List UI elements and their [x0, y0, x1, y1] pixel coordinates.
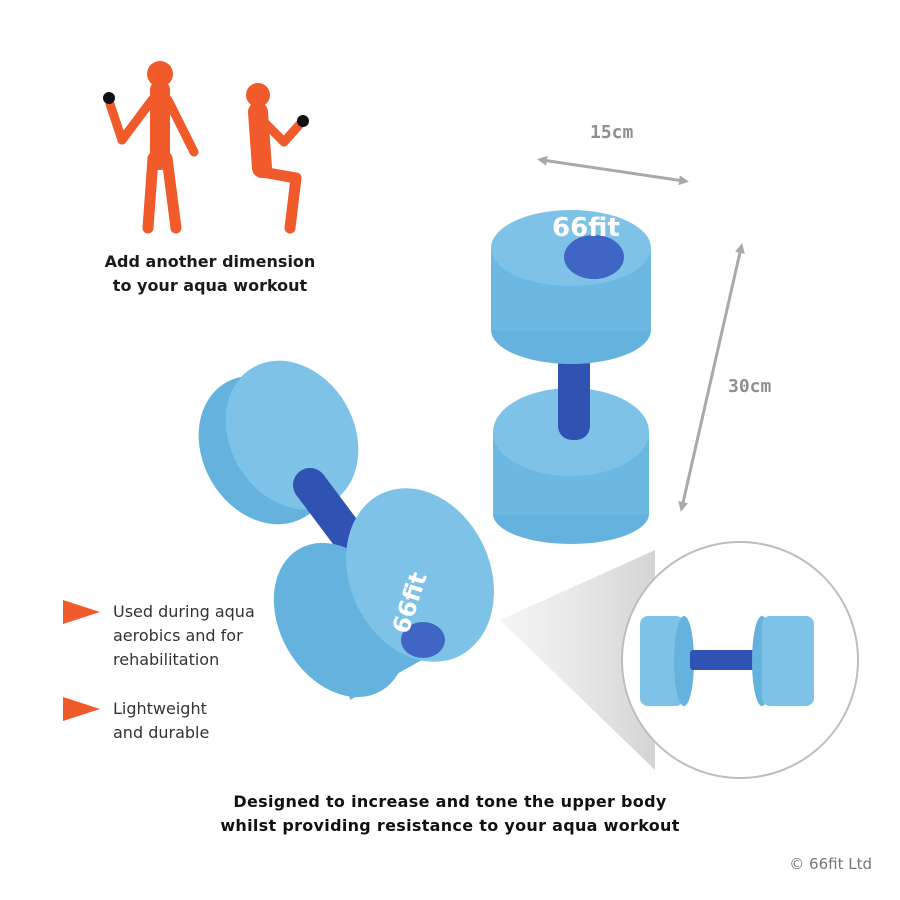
width-label: 15cm: [590, 122, 634, 143]
height-dimension-arrow: [678, 243, 745, 512]
headline-line-2: whilst providing resistance to your aqua…: [220, 816, 680, 835]
standing-dumbbell: 66fit: [491, 210, 651, 544]
copyright: © 66fit Ltd: [789, 855, 872, 873]
height-label: 30cm: [728, 376, 772, 397]
dumbbell-dot-icon: [297, 115, 309, 127]
bullet-arrow-icon: [63, 697, 100, 721]
feature-item: Lightweight and durable: [113, 697, 209, 745]
width-dimension-arrow: [537, 155, 689, 186]
dumbbell-dot-icon: [103, 92, 115, 104]
zoom-cone: [500, 550, 655, 770]
feature-line: rehabilitation: [113, 650, 220, 669]
feature-item: Used during aqua aerobics and for rehabi…: [113, 600, 255, 672]
feature-line: Lightweight: [113, 699, 207, 718]
feature-line: Used during aqua: [113, 602, 255, 621]
feature-line: aerobics and for: [113, 626, 243, 645]
tagline-line-2: to your aqua workout: [112, 276, 308, 295]
feature-line: and durable: [113, 723, 210, 742]
tilted-dumbbell: 66fit: [198, 360, 494, 700]
bullet-arrow-icon: [63, 600, 100, 624]
brand-logo: 66fit: [552, 213, 620, 243]
tagline-line-1: Add another dimension: [104, 252, 316, 271]
squatting-figure-icon: [246, 83, 309, 234]
headline: Designed to increase and tone the upper …: [140, 790, 760, 838]
standing-figure-icon: [103, 61, 199, 234]
headline-line-1: Designed to increase and tone the upper …: [233, 792, 667, 811]
inset-detail: [621, 541, 859, 779]
tagline: Add another dimension to your aqua worko…: [60, 250, 360, 298]
